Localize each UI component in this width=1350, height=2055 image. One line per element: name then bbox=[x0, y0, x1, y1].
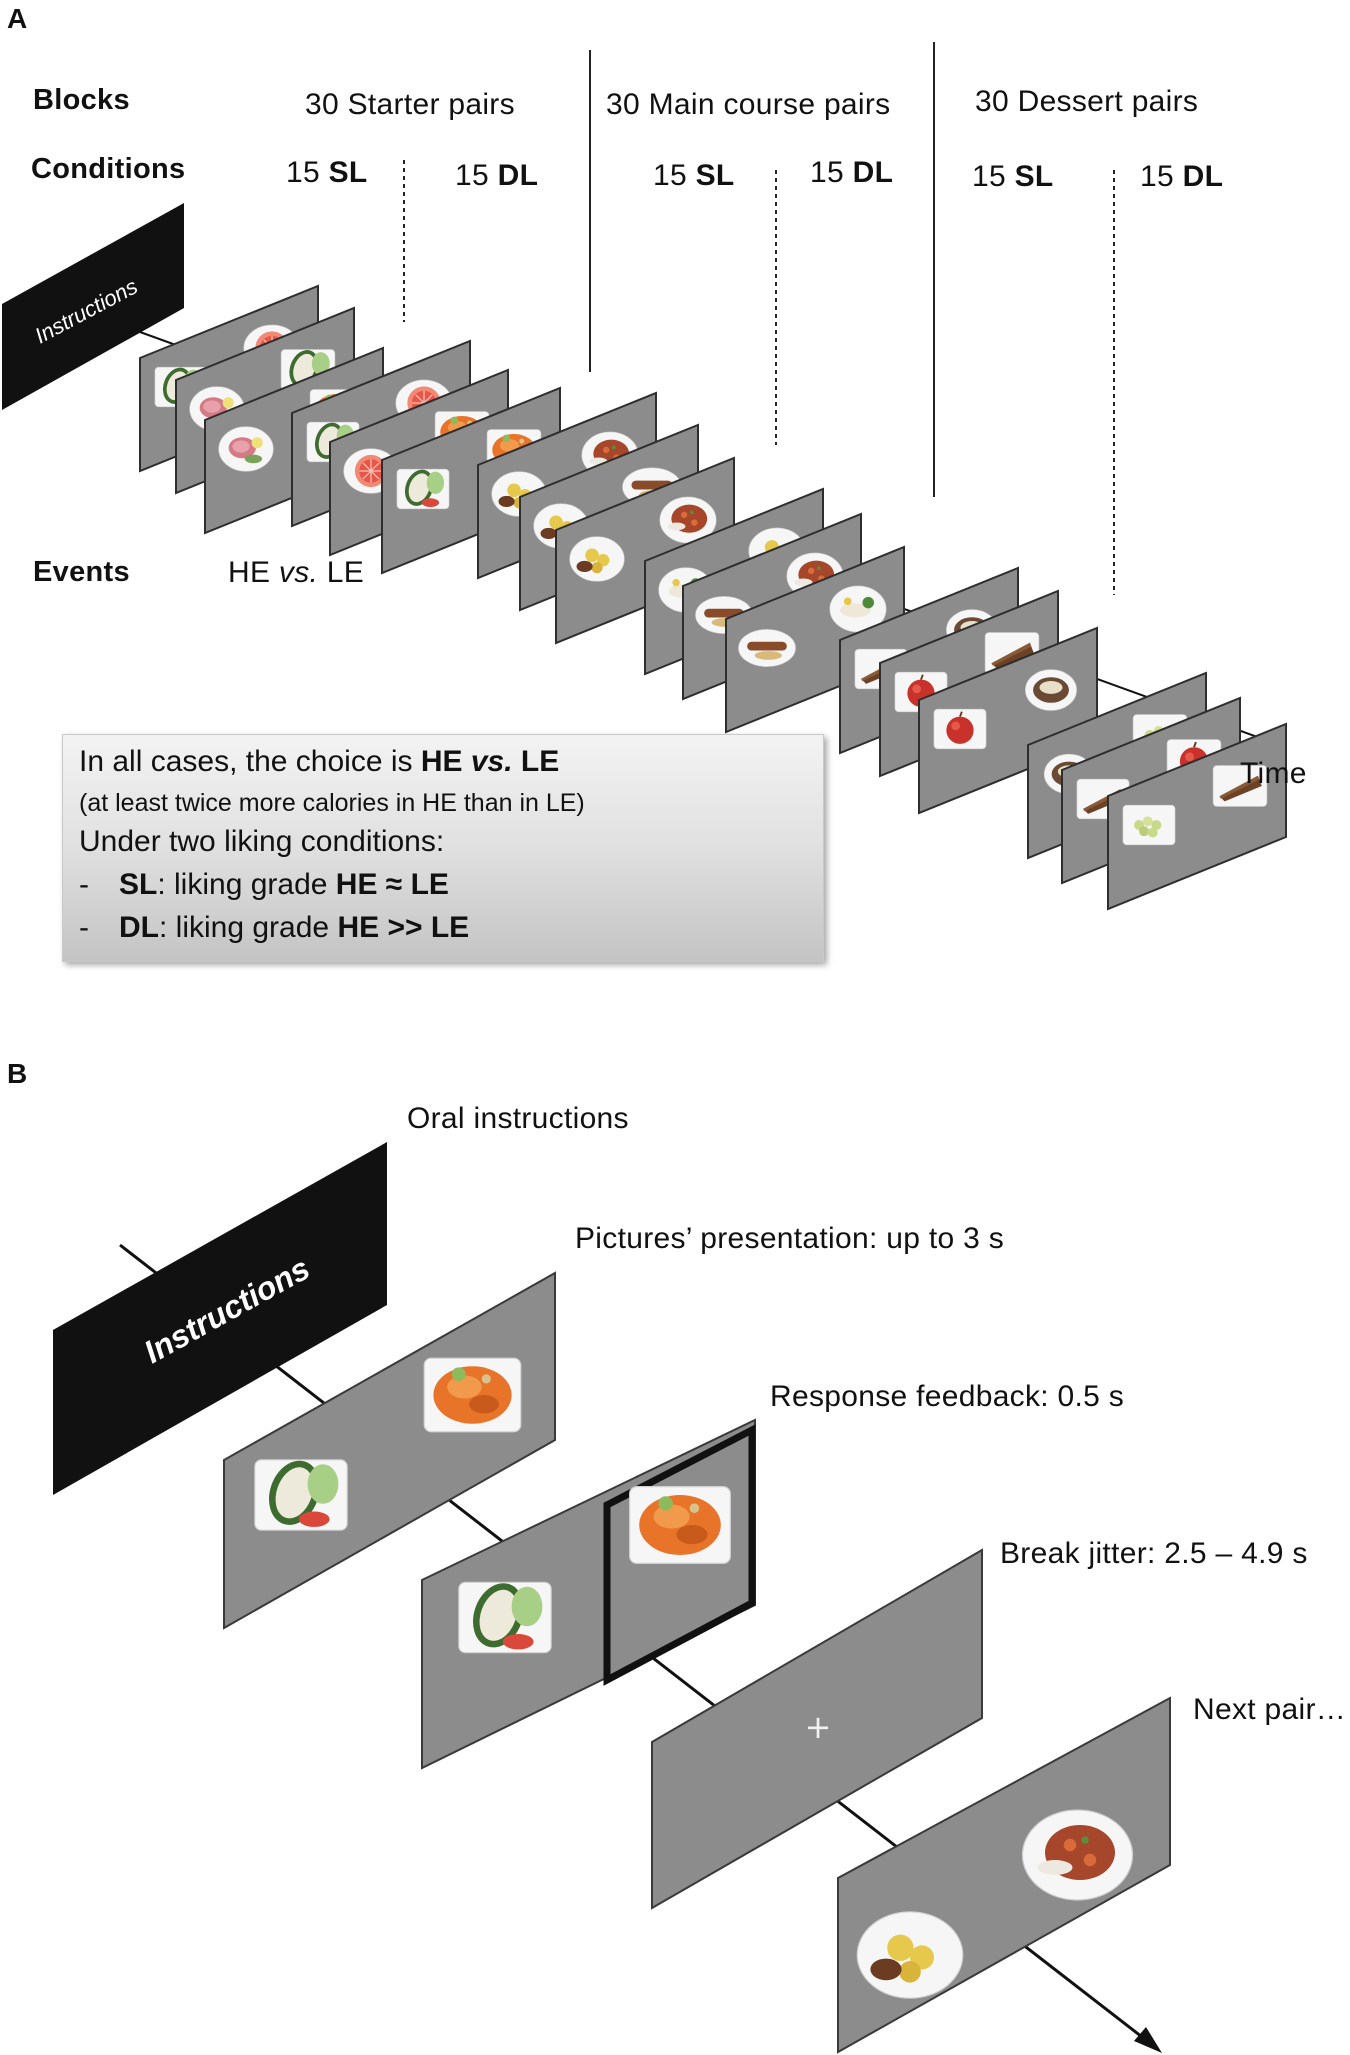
step-label-next-pair: Next pair… bbox=[1193, 1693, 1347, 1726]
food-picture bbox=[738, 628, 796, 668]
row-label-conditions: Conditions bbox=[31, 153, 186, 185]
panel-letter-a: A bbox=[7, 3, 28, 34]
row-label-blocks: Blocks bbox=[33, 84, 130, 116]
legend-item-dl: -DL: liking grade HE >> LE bbox=[79, 911, 470, 944]
condition-main-dl: 15 DL bbox=[810, 156, 894, 189]
food-picture-le bbox=[1021, 1809, 1134, 1901]
pictures-presentation-card bbox=[223, 1271, 556, 1630]
block-label-starter: 30 Starter pairs bbox=[305, 88, 515, 121]
events-label: HE vs. LE bbox=[228, 556, 365, 589]
trial-card bbox=[1107, 722, 1287, 911]
step-label-oral-instructions: Oral instructions bbox=[407, 1102, 629, 1135]
food-picture bbox=[1024, 669, 1078, 711]
fixation-cross: + bbox=[805, 1708, 832, 1746]
instructions-card-b: Instructions bbox=[53, 1142, 387, 1495]
next-pair-card bbox=[837, 1696, 1171, 2054]
food-picture-le-selected bbox=[628, 1485, 732, 1565]
row-label-events: Events bbox=[33, 556, 130, 588]
legend-box: In all cases, the choice is HE vs. LE (a… bbox=[62, 734, 824, 962]
condition-starter-dl: 15 DL bbox=[455, 159, 539, 192]
food-picture bbox=[569, 536, 625, 582]
condition-dessert-dl: 15 DL bbox=[1140, 160, 1224, 193]
panel-a-separators bbox=[403, 42, 1115, 595]
food-picture-he bbox=[253, 1452, 349, 1533]
block-label-dessert: 30 Dessert pairs bbox=[975, 85, 1199, 118]
food-picture bbox=[932, 707, 988, 751]
condition-dessert-sl: 15 SL bbox=[972, 160, 1054, 193]
step-label-break-jitter: Break jitter: 2.5 – 4.9 s bbox=[1000, 1537, 1308, 1570]
food-picture-le bbox=[423, 1357, 522, 1433]
legend-line-2: (at least twice more calories in HE than… bbox=[79, 789, 585, 817]
block-label-main: 30 Main course pairs bbox=[606, 88, 891, 121]
food-picture bbox=[396, 465, 450, 511]
legend-line-1: In all cases, the choice is HE vs. LE bbox=[79, 745, 560, 778]
condition-main-sl: 15 SL bbox=[653, 159, 735, 192]
panel-a-trial-cards bbox=[139, 284, 1287, 911]
legend-line-3: Under two liking conditions: bbox=[79, 825, 445, 858]
food-picture-he bbox=[856, 1910, 964, 2000]
selection-frame bbox=[603, 1424, 756, 1686]
time-label: Time bbox=[1240, 757, 1307, 790]
food-picture bbox=[218, 426, 274, 472]
step-label-response-feedback: Response feedback: 0.5 s bbox=[770, 1380, 1125, 1413]
break-jitter-card: + bbox=[651, 1548, 983, 1910]
time-arrowhead-b bbox=[1134, 2027, 1162, 2053]
legend-item-sl: -SL: liking grade HE ≈ LE bbox=[79, 868, 449, 901]
condition-starter-sl: 15 SL bbox=[286, 156, 368, 189]
response-feedback-card bbox=[421, 1418, 756, 1770]
panel-letter-b: B bbox=[7, 1058, 28, 1089]
food-picture bbox=[1122, 804, 1176, 846]
step-label-pictures-presentation: Pictures’ presentation: up to 3 s bbox=[575, 1222, 1005, 1255]
instructions-card-a: Instructions bbox=[2, 203, 184, 410]
food-picture-he bbox=[457, 1575, 553, 1656]
